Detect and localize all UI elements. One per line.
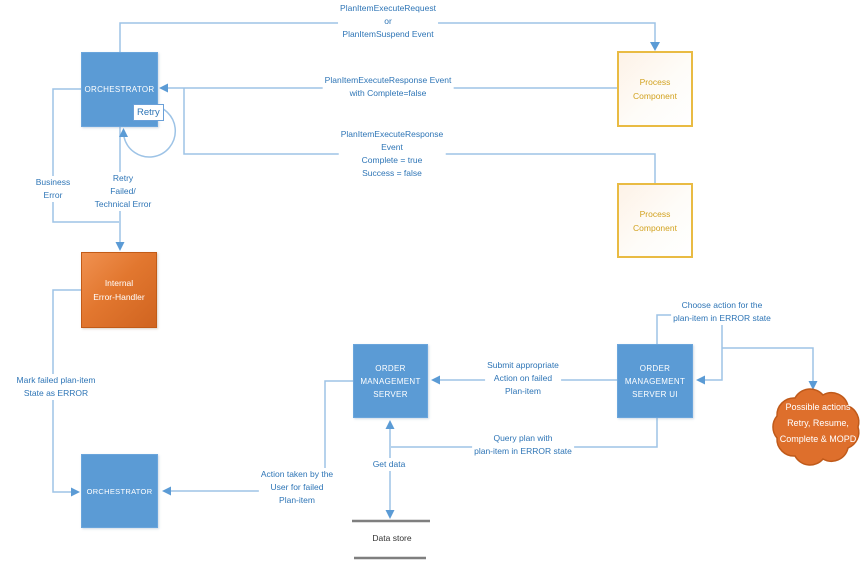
retry-self-loop-arc	[123, 104, 177, 158]
arrowhead-into-error-handler	[115, 242, 125, 251]
order-management-server-ui-node: ORDER MANAGEMENT SERVER UI	[617, 344, 693, 418]
edge-label-execute-request: PlanItemExecuteRequest or PlanItemSuspen…	[338, 2, 438, 41]
edge-action-taken-line	[167, 380, 353, 492]
edge-label-response-false: PlanItemExecuteResponse Event with Compl…	[322, 74, 454, 100]
arrowhead-into-oms-server-right	[431, 375, 440, 385]
edge-label-retry-failed: Retry Failed/ Technical Error	[92, 172, 154, 211]
process-component-1-node: Process Component	[617, 51, 693, 127]
arrowhead-into-orchestrator-right	[159, 83, 168, 93]
arrowhead-retry-loop	[119, 128, 128, 137]
edge-label-response-true: PlanItemExecuteResponse Event Complete =…	[338, 128, 446, 180]
arrowhead-into-process1	[650, 42, 660, 51]
edge-label-query-plan: Query plan with plan-item in ERROR state	[472, 432, 574, 458]
arrowhead-into-oms-server-bottom	[385, 420, 395, 429]
arrowhead-into-orchestrator2-left	[71, 487, 80, 497]
arrowhead-into-datastore	[385, 510, 395, 519]
edge-label-mark-failed: Mark failed plan-item State as ERROR	[14, 374, 98, 400]
process-component-2-node: Process Component	[617, 183, 693, 258]
orchestrator-bottom-node: ORCHESTRATOR	[81, 454, 158, 528]
internal-error-handler-node: Internal Error-Handler	[81, 252, 157, 328]
arrowhead-into-oms-ui-right	[696, 375, 705, 385]
edge-label-choose-action: Choose action for the plan-item in ERROR…	[671, 299, 773, 325]
edge-business-error-line	[52, 88, 119, 223]
arrowhead-into-cloud	[808, 381, 818, 390]
order-management-server-node: ORDER MANAGEMENT SERVER	[353, 344, 428, 418]
edge-label-action-taken: Action taken by the User for failed Plan…	[258, 468, 336, 507]
data-store-label: Data store	[372, 533, 412, 543]
edge-choose-action-branch-line	[722, 347, 814, 386]
possible-actions-cloud-shape	[772, 388, 860, 466]
retry-self-loop-badge: Retry	[133, 104, 164, 121]
edge-label-get-data: Get data	[370, 458, 408, 471]
possible-actions-cloud-label: Possible actions Retry, Resume, Complete…	[779, 402, 857, 444]
edge-label-business-error: Business Error	[33, 176, 73, 202]
arrowhead-into-orchestrator2-right	[162, 486, 171, 496]
edge-label-submit-action: Submit appropriate Action on failed Plan…	[485, 359, 561, 398]
